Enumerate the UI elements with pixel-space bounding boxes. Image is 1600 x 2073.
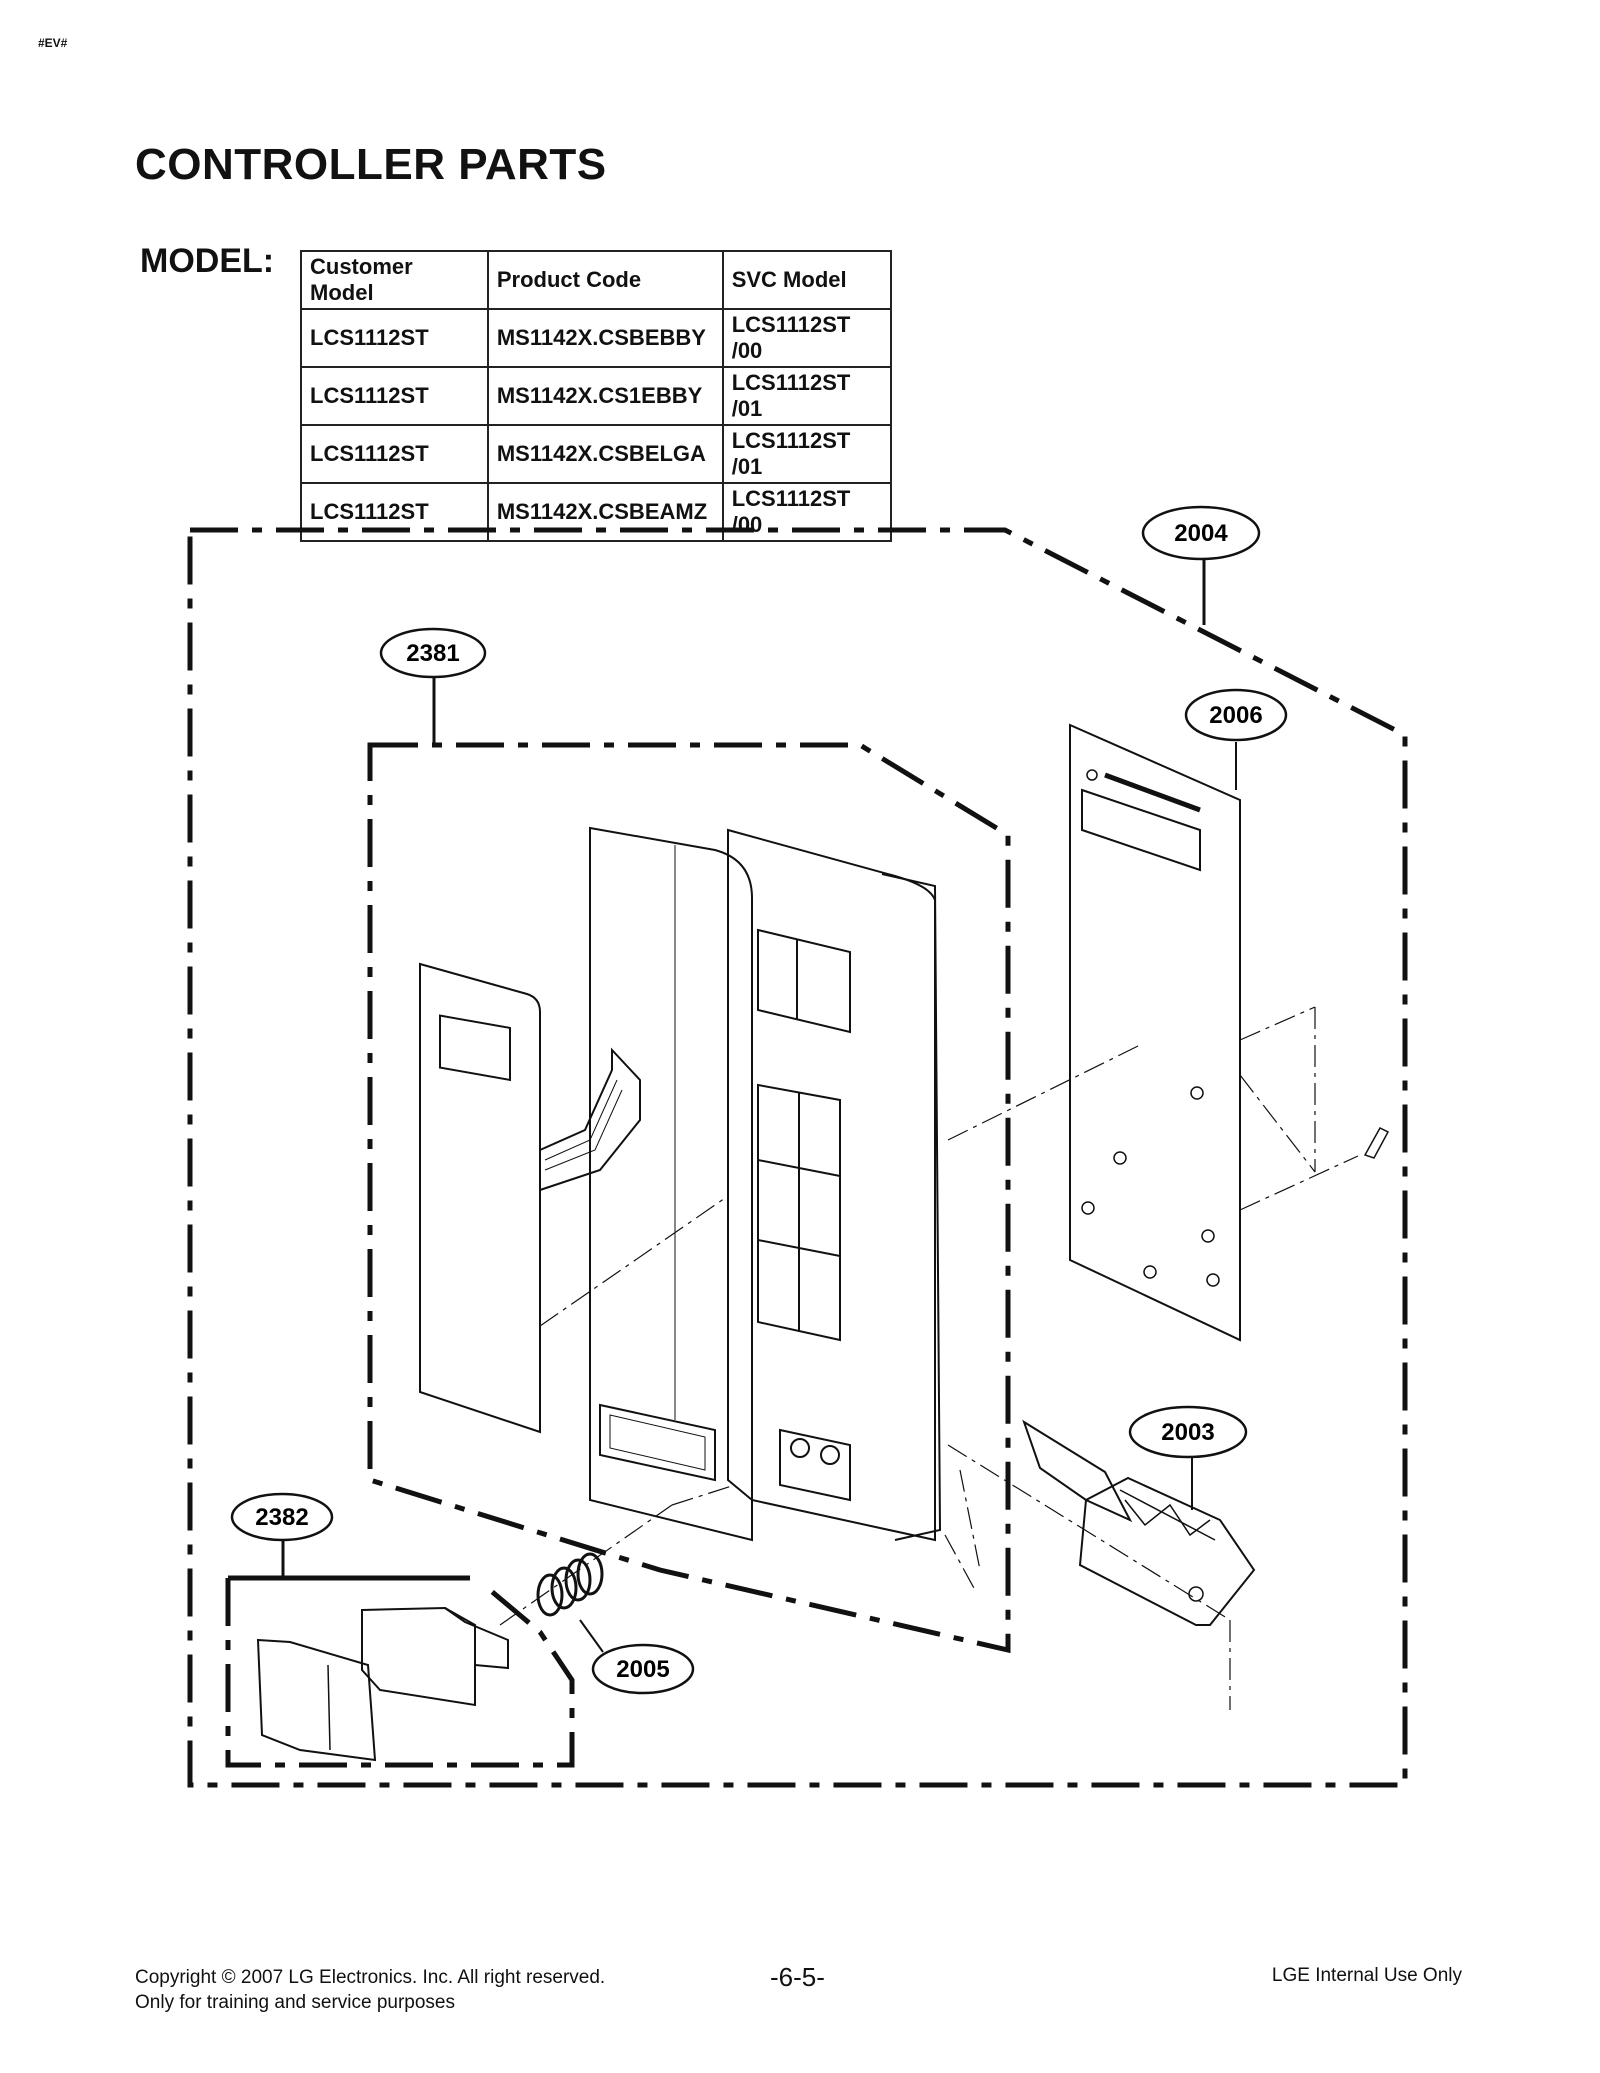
callout-2005-label: 2005 (616, 1656, 669, 1683)
callout-2004: 2004 (1141, 505, 1261, 561)
cell-customer-model: LCS1112ST (300, 366, 489, 426)
callout-2004-label: 2004 (1174, 520, 1228, 547)
exploded-parts-diagram: 2004 2381 2006 2003 2382 2005 (187, 505, 1408, 1788)
table-row: LCS1112ST MS1142X.CSBELGA LCS1112ST /01 (300, 424, 893, 484)
screw (1363, 1127, 1390, 1159)
internal-use-note: LGE Internal Use Only (1271, 1965, 1462, 1986)
assembly-boundary-2004 (187, 527, 1408, 1788)
callout-2003: 2003 (1128, 1405, 1248, 1459)
header-product-code: Product Code (486, 250, 724, 310)
callout-2006: 2006 (1184, 688, 1288, 742)
door-button (361, 1606, 476, 1707)
callout-2381-label: 2381 (406, 640, 459, 667)
cell-product-code: MS1142X.CSBELGA (486, 424, 724, 484)
callout-2381: 2381 (379, 627, 487, 679)
cell-svc-model: LCS1112ST /01 (721, 424, 893, 484)
corner-tag: #EV# (38, 36, 68, 50)
cell-product-code: MS1142X.CSBEAMZ (486, 482, 724, 542)
cell-customer-model: LCS1112ST (300, 308, 489, 368)
spring (536, 1552, 604, 1617)
cell-product-code: MS1142X.CS1EBBY (486, 366, 724, 426)
training-text: Only for training and service purposes (135, 1992, 455, 2013)
cell-svc-model: LCS1112ST /00 (721, 308, 893, 368)
page-number: -6-5- (770, 1962, 825, 1992)
controller-panel (727, 828, 936, 1542)
copyright-text: Copyright © 2007 LG Electronics. Inc. Al… (135, 1967, 606, 1988)
callout-2005: 2005 (591, 1643, 695, 1695)
door-lever (1022, 1419, 1133, 1523)
assembly-boundary-2382 (225, 1578, 575, 1768)
header-svc-model: SVC Model (721, 250, 893, 310)
cell-product-code: MS1142X.CSBEBBY (486, 308, 724, 368)
cell-customer-model: LCS1112ST (300, 424, 489, 484)
cell-svc-model: LCS1112ST /01 (721, 366, 893, 426)
assembly-boundary-2381 (367, 742, 1011, 1654)
page-title: CONTROLLER PARTS (135, 140, 607, 189)
table-row: LCS1112ST MS1142X.CSBEBBY LCS1112ST /00 (300, 308, 893, 368)
model-label: MODEL: (140, 242, 275, 280)
latch-body (1078, 1476, 1256, 1626)
callout-2382: 2382 (230, 1492, 334, 1542)
membrane-sheet (419, 962, 541, 1434)
table-header-row: Customer Model Product Code SVC Model (300, 250, 893, 310)
callout-2006-label: 2006 (1209, 702, 1262, 729)
callout-2003-label: 2003 (1161, 1419, 1214, 1446)
pcb-board (1069, 723, 1241, 1342)
frame-sheet (589, 826, 753, 1542)
table-row: LCS1112ST MS1142X.CS1EBBY LCS1112ST /01 (300, 366, 893, 426)
footer-copyright: Copyright © 2007 LG Electronics. Inc. Al… (135, 1965, 605, 2015)
callout-2382-label: 2382 (255, 1504, 308, 1531)
header-customer-model: Customer Model (300, 250, 489, 310)
